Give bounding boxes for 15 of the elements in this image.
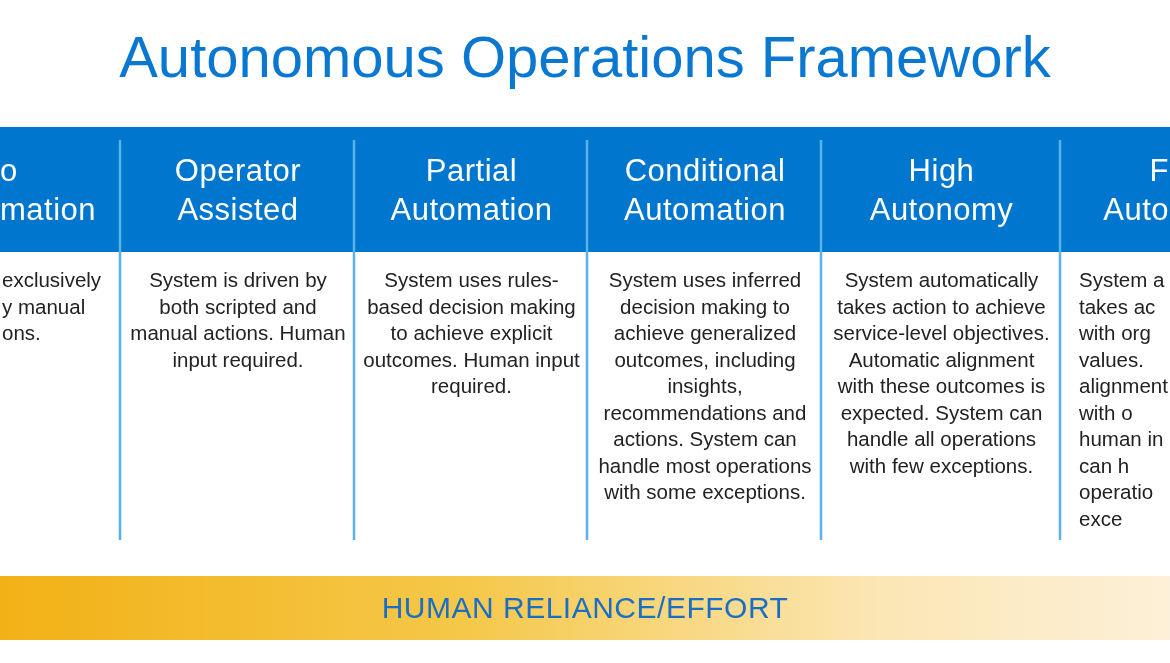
column-description: System is driven by both scripted and manual actions. Human input required. [129, 267, 347, 373]
scale-bar [0, 576, 1170, 640]
column-heading: F Auto [1102, 151, 1169, 229]
column-heading: Operator Assisted [173, 151, 303, 229]
column-heading: Partial Automation [389, 151, 554, 229]
diagram-title: Autonomous Operations Framework [118, 23, 1052, 91]
column-heading: Conditional Automation [623, 151, 787, 229]
column-description: System automatically takes action to achieve service-level objectives. Automatic alignment with these outcomes is expected. System can handle all operations with few exceptions. [832, 267, 1051, 479]
column-description: System uses rules-based decision making to achieve explicit outcomes. Human input required. [363, 267, 580, 399]
column-description: System a takes ac with org values. alignment with o human in can h operatio exce [1079, 267, 1169, 532]
column-description: exclusively y manual ons. [2, 267, 103, 346]
column-heading: o mation [0, 151, 98, 229]
column-heading: High Autonomy [868, 151, 1015, 229]
column-description: System uses inferred decision making to achieve generalized outcomes, including insights, recommendations and actions. System can handle most operations with some exceptions. [597, 267, 813, 505]
bar-label: HUMAN RELIANCE/EFFORT [381, 591, 789, 625]
